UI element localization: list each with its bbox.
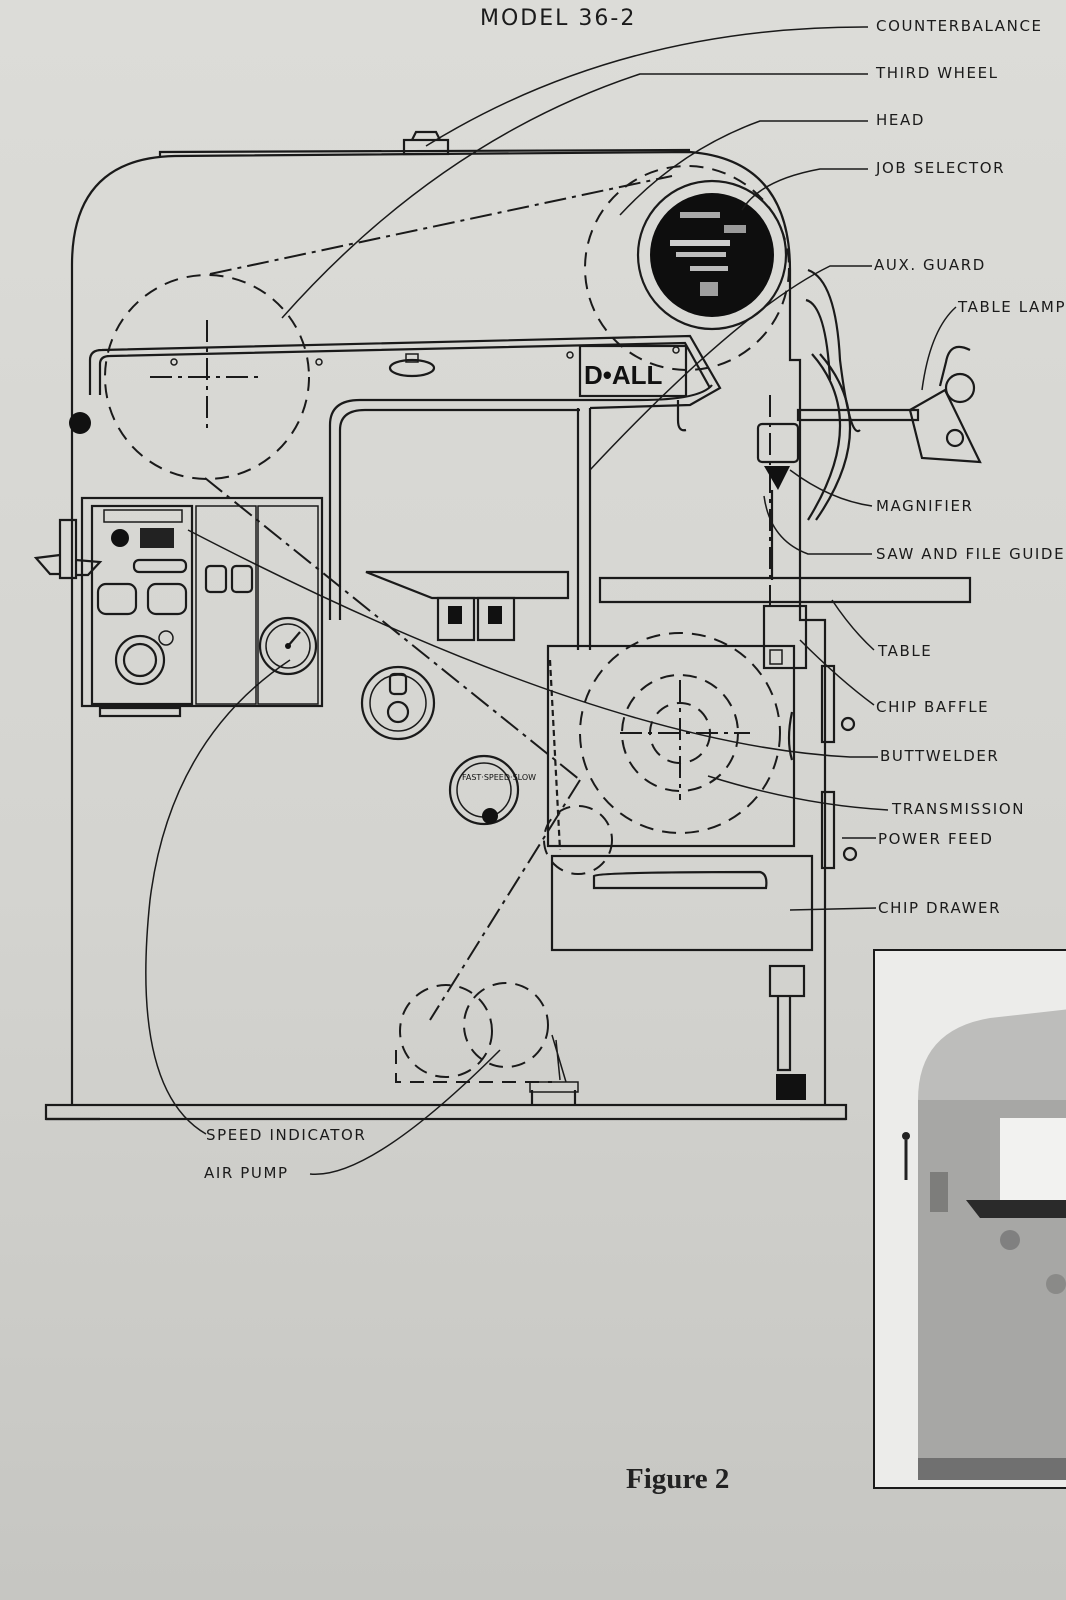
side-handles	[787, 664, 858, 870]
label-job-selector: JOB SELECTOR	[875, 159, 1005, 177]
arm-details	[170, 346, 687, 432]
table-lamp	[796, 268, 982, 521]
figure-caption: Figure 2	[626, 1463, 729, 1495]
label-chip-baffle: CHIP BAFFLE	[876, 698, 989, 716]
label-air-pump: AIR PUMP	[204, 1164, 289, 1182]
left-bracket	[33, 518, 103, 580]
lower-wheel	[543, 632, 796, 875]
speed-dial: FAST·SPEED·SLOW	[448, 754, 536, 826]
label-counterbalance: COUNTERBALANCE	[876, 17, 1043, 35]
label-aux-guard: AUX. GUARD	[874, 256, 986, 274]
control-panel	[80, 496, 324, 718]
motor-pump	[395, 982, 567, 1083]
label-chip-drawer: CHIP DRAWER	[878, 899, 1001, 917]
speed-gauge	[258, 616, 318, 676]
third-wheel	[584, 165, 790, 371]
part-labels: COUNTERBALANCE THIRD WHEEL HEAD JOB SELE…	[204, 17, 1066, 1182]
speed-dial-label: FAST·SPEED·SLOW	[462, 773, 536, 782]
start-switch	[360, 665, 436, 741]
left-knob	[69, 412, 91, 434]
label-buttwelder: BUTTWELDER	[880, 747, 999, 765]
brand-plate: D•ALL	[578, 344, 688, 398]
upper-left-wheel	[104, 274, 310, 480]
saw-guides	[756, 422, 808, 670]
foot-lever	[768, 964, 806, 1100]
label-head: HEAD	[876, 111, 925, 129]
label-table-lamp: TABLE LAMP	[957, 298, 1066, 316]
label-speed-indicator: SPEED INDICATOR	[206, 1126, 366, 1144]
label-third-wheel: THIRD WHEEL	[875, 64, 999, 82]
model-title: MODEL 36-2	[480, 6, 636, 31]
photo-inset	[873, 949, 1066, 1489]
label-table: TABLE	[877, 642, 932, 660]
label-power-feed: POWER FEED	[878, 830, 994, 848]
chip-drawer	[550, 854, 814, 952]
label-transmission: TRANSMISSION	[891, 800, 1025, 818]
job-selector	[636, 179, 788, 331]
leader-lines	[145, 26, 957, 1175]
label-magnifier: MAGNIFIER	[876, 497, 974, 515]
work-table	[365, 570, 972, 642]
brand-logo: D•ALL	[584, 360, 663, 390]
label-saw-file-guides: SAW AND FILE GUIDES	[876, 545, 1066, 563]
